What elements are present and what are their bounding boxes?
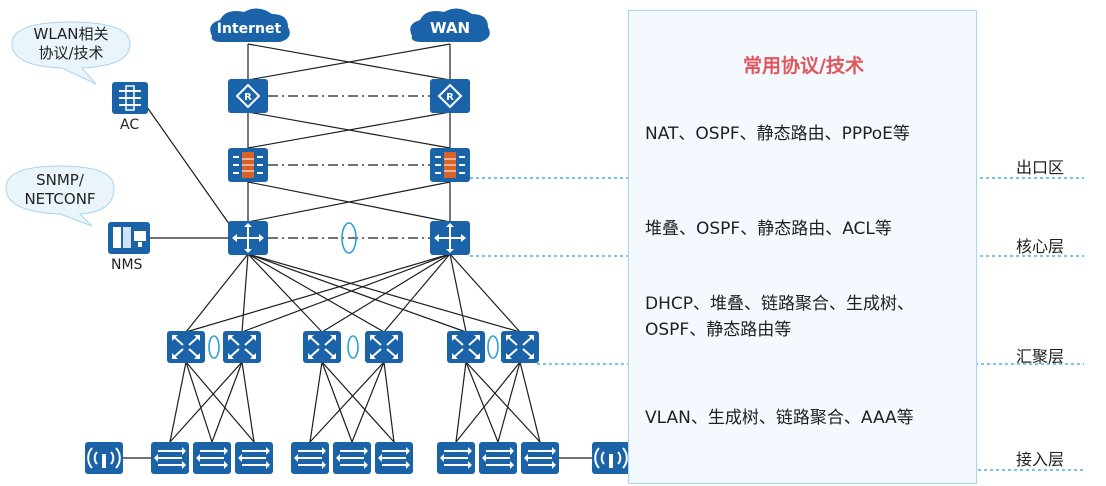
stack-ellipses xyxy=(208,222,499,359)
layer-label-core: 核心层 xyxy=(1016,237,1065,256)
wan-label: WAN xyxy=(430,19,470,37)
aggregation-protocols-line2: OSPF、静态路由等 xyxy=(645,320,792,340)
router-left-icon xyxy=(227,78,269,114)
access-switch-icon xyxy=(520,441,560,475)
internet-label: Internet xyxy=(217,21,282,37)
access-switch-icon xyxy=(290,441,330,475)
snmp-bubble-line2: NETCONF xyxy=(24,190,96,208)
links xyxy=(122,43,592,459)
panel-title: 常用协议/技术 xyxy=(743,55,864,77)
protocols-panel: 常用协议/技术 NAT、OSPF、静态路由、PPPoE等 堆叠、OSPF、静态路… xyxy=(628,10,977,484)
ac-controller-icon xyxy=(112,82,148,114)
agg-switch-icon xyxy=(364,330,404,364)
access-point-right-icon xyxy=(591,441,631,475)
access-switch-icon xyxy=(478,441,518,475)
layer-label-access: 接入层 xyxy=(1016,450,1065,469)
firewall-right-icon xyxy=(429,147,471,183)
agg-switch-icon xyxy=(302,330,342,364)
agg-stack-ellipse-2 xyxy=(347,335,359,359)
wlan-bubble xyxy=(11,21,131,85)
agg-switch-icon xyxy=(446,330,486,364)
access-protocols: VLAN、生成树、链路聚合、AAA等 xyxy=(645,408,914,428)
agg-switch-icon xyxy=(222,330,262,364)
access-switch-icon xyxy=(150,441,190,475)
aggregation-protocols-line1: DHCP、堆叠、链路聚合、生成树、 xyxy=(645,294,914,314)
snmp-bubble-line1: SNMP/ xyxy=(36,171,84,189)
agg-stack-ellipse-3 xyxy=(487,335,499,359)
access-switch-icon xyxy=(374,441,414,475)
core-protocols: 堆叠、OSPF、静态路由、ACL等 xyxy=(645,219,892,239)
access-point-left-icon xyxy=(84,441,124,475)
agg-switch-icon xyxy=(500,330,540,364)
agg-switch-icon xyxy=(166,330,206,364)
ha-links xyxy=(268,95,430,239)
wlan-bubble-line1: WLAN相关 xyxy=(33,25,109,43)
aggregation-protocols: DHCP、堆叠、链路聚合、生成树、 OSPF、静态路由等 xyxy=(645,291,914,343)
wlan-bubble-text: WLAN相关 协议/技术 xyxy=(14,25,128,63)
core-switch-right-icon xyxy=(429,220,471,256)
access-switch-icon xyxy=(234,441,274,475)
wan-cloud: WAN xyxy=(410,8,490,43)
access-switch-icon xyxy=(192,441,232,475)
core-stack-ellipse xyxy=(341,222,357,254)
nms-server-icon xyxy=(108,222,150,254)
snmp-bubble xyxy=(5,165,115,227)
access-switch-icon xyxy=(436,441,476,475)
wlan-bubble-line2: 协议/技术 xyxy=(38,44,104,62)
snmp-bubble-text: SNMP/ NETCONF xyxy=(8,171,112,209)
access-switch-icon xyxy=(332,441,372,475)
nms-label: NMS xyxy=(111,257,143,273)
router-right-icon xyxy=(429,78,471,114)
layer-label-egress: 出口区 xyxy=(1016,158,1065,177)
firewall-left-icon xyxy=(227,147,269,183)
ac-label: AC xyxy=(120,117,140,133)
internet-cloud: Internet xyxy=(210,8,290,43)
agg-stack-ellipse-1 xyxy=(208,335,220,359)
layer-label-aggregation: 汇聚层 xyxy=(1016,347,1065,366)
egress-protocols: NAT、OSPF、静态路由、PPPoE等 xyxy=(645,124,910,144)
core-switch-left-icon xyxy=(227,220,269,256)
